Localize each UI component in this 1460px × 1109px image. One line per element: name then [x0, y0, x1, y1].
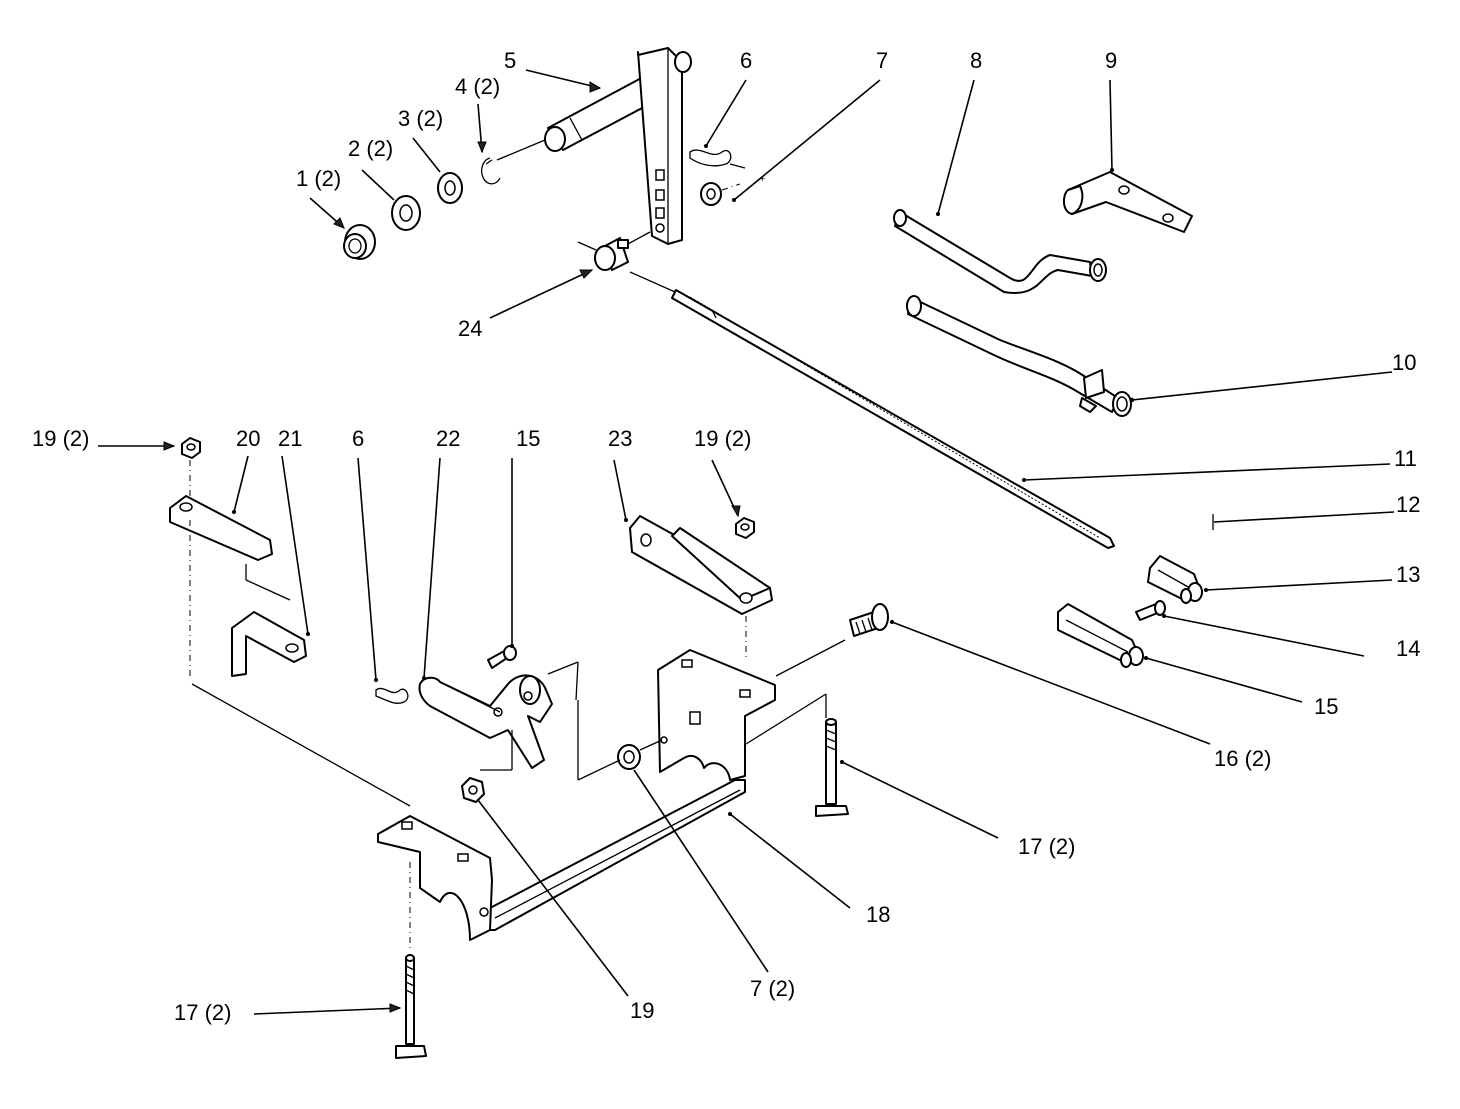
part-14-clevis-pin — [1135, 600, 1166, 621]
label-19-left: 19 (2) — [32, 426, 89, 451]
label-15-right: 15 — [1314, 694, 1338, 719]
label-2: 2 (2) — [348, 136, 393, 161]
part-19-nut-left — [181, 437, 201, 459]
label-8: 8 — [970, 48, 982, 73]
label-4: 4 (2) — [455, 74, 500, 99]
label-13: 13 — [1396, 562, 1420, 587]
part-8-bent-tube — [893, 209, 1107, 294]
part-16-carriage-bolt — [849, 603, 889, 637]
part-18-base-bracket — [377, 649, 776, 941]
label-21: 21 — [278, 426, 302, 451]
label-19-right: 19 (2) — [694, 426, 751, 451]
label-24: 24 — [458, 316, 482, 341]
label-23: 23 — [608, 426, 632, 451]
part-11-threaded-rod — [629, 271, 1115, 549]
label-17-left: 17 (2) — [174, 1000, 231, 1025]
callout-labels: 1 (2) 2 (2) 3 (2) 4 (2) 5 6 7 8 9 10 11 … — [32, 48, 1420, 1025]
part-9-clamp — [1062, 171, 1193, 233]
label-15-lower: 15 — [516, 426, 540, 451]
label-5: 5 — [504, 48, 516, 73]
label-14: 14 — [1396, 636, 1420, 661]
leader-arrowheads — [163, 81, 741, 1013]
part-3-washer — [437, 172, 463, 204]
label-12: 12 — [1396, 492, 1420, 517]
svg-text:+: + — [760, 174, 765, 184]
label-3: 3 (2) — [398, 106, 443, 131]
part-13-clevis — [1147, 555, 1203, 604]
label-22: 22 — [436, 426, 460, 451]
part-6-cotter-pin-upper: + — [689, 149, 765, 184]
part-7-washer-lower — [617, 744, 641, 770]
part-5-lever-shaft — [544, 47, 692, 245]
label-11: 11 — [1394, 446, 1417, 471]
part-6-cotter-pin-lower — [375, 687, 409, 704]
label-6-lower: 6 — [352, 426, 364, 451]
part-2-washer — [391, 195, 421, 231]
label-1: 1 (2) — [296, 166, 341, 191]
leader-dots — [232, 144, 1208, 816]
label-7-upper: 7 — [876, 48, 888, 73]
part-17-bolt-left — [395, 954, 427, 1059]
part-1-bushing — [343, 224, 376, 260]
label-18: 18 — [866, 902, 890, 927]
label-17-right: 17 (2) — [1018, 834, 1075, 859]
label-6-upper: 6 — [740, 48, 752, 73]
part-17-bolt-right — [815, 718, 849, 817]
label-16: 16 (2) — [1214, 746, 1271, 771]
part-15-clevis-long — [1057, 603, 1144, 668]
label-10: 10 — [1392, 350, 1416, 375]
part-23-angle-bracket — [629, 515, 773, 615]
part-21-bracket — [231, 611, 307, 677]
assembly-guide-lines — [191, 639, 846, 807]
part-22-lever — [418, 674, 553, 769]
part-24-swivel — [577, 231, 651, 271]
part-10-tube — [906, 295, 1132, 417]
leader-lines — [98, 69, 1395, 1015]
label-7-lower: 7 (2) — [750, 976, 795, 1001]
part-20-strap — [169, 495, 273, 561]
part-19-nut-right — [735, 517, 755, 539]
part-4-retaining-ring — [481, 157, 501, 185]
part-15-pin-lower — [487, 645, 517, 669]
part-19-nut-lower — [461, 777, 485, 803]
label-19-lower: 19 — [630, 998, 654, 1023]
part-7-washer-upper — [700, 182, 741, 206]
label-9: 9 — [1105, 48, 1117, 73]
label-20: 20 — [236, 426, 260, 451]
